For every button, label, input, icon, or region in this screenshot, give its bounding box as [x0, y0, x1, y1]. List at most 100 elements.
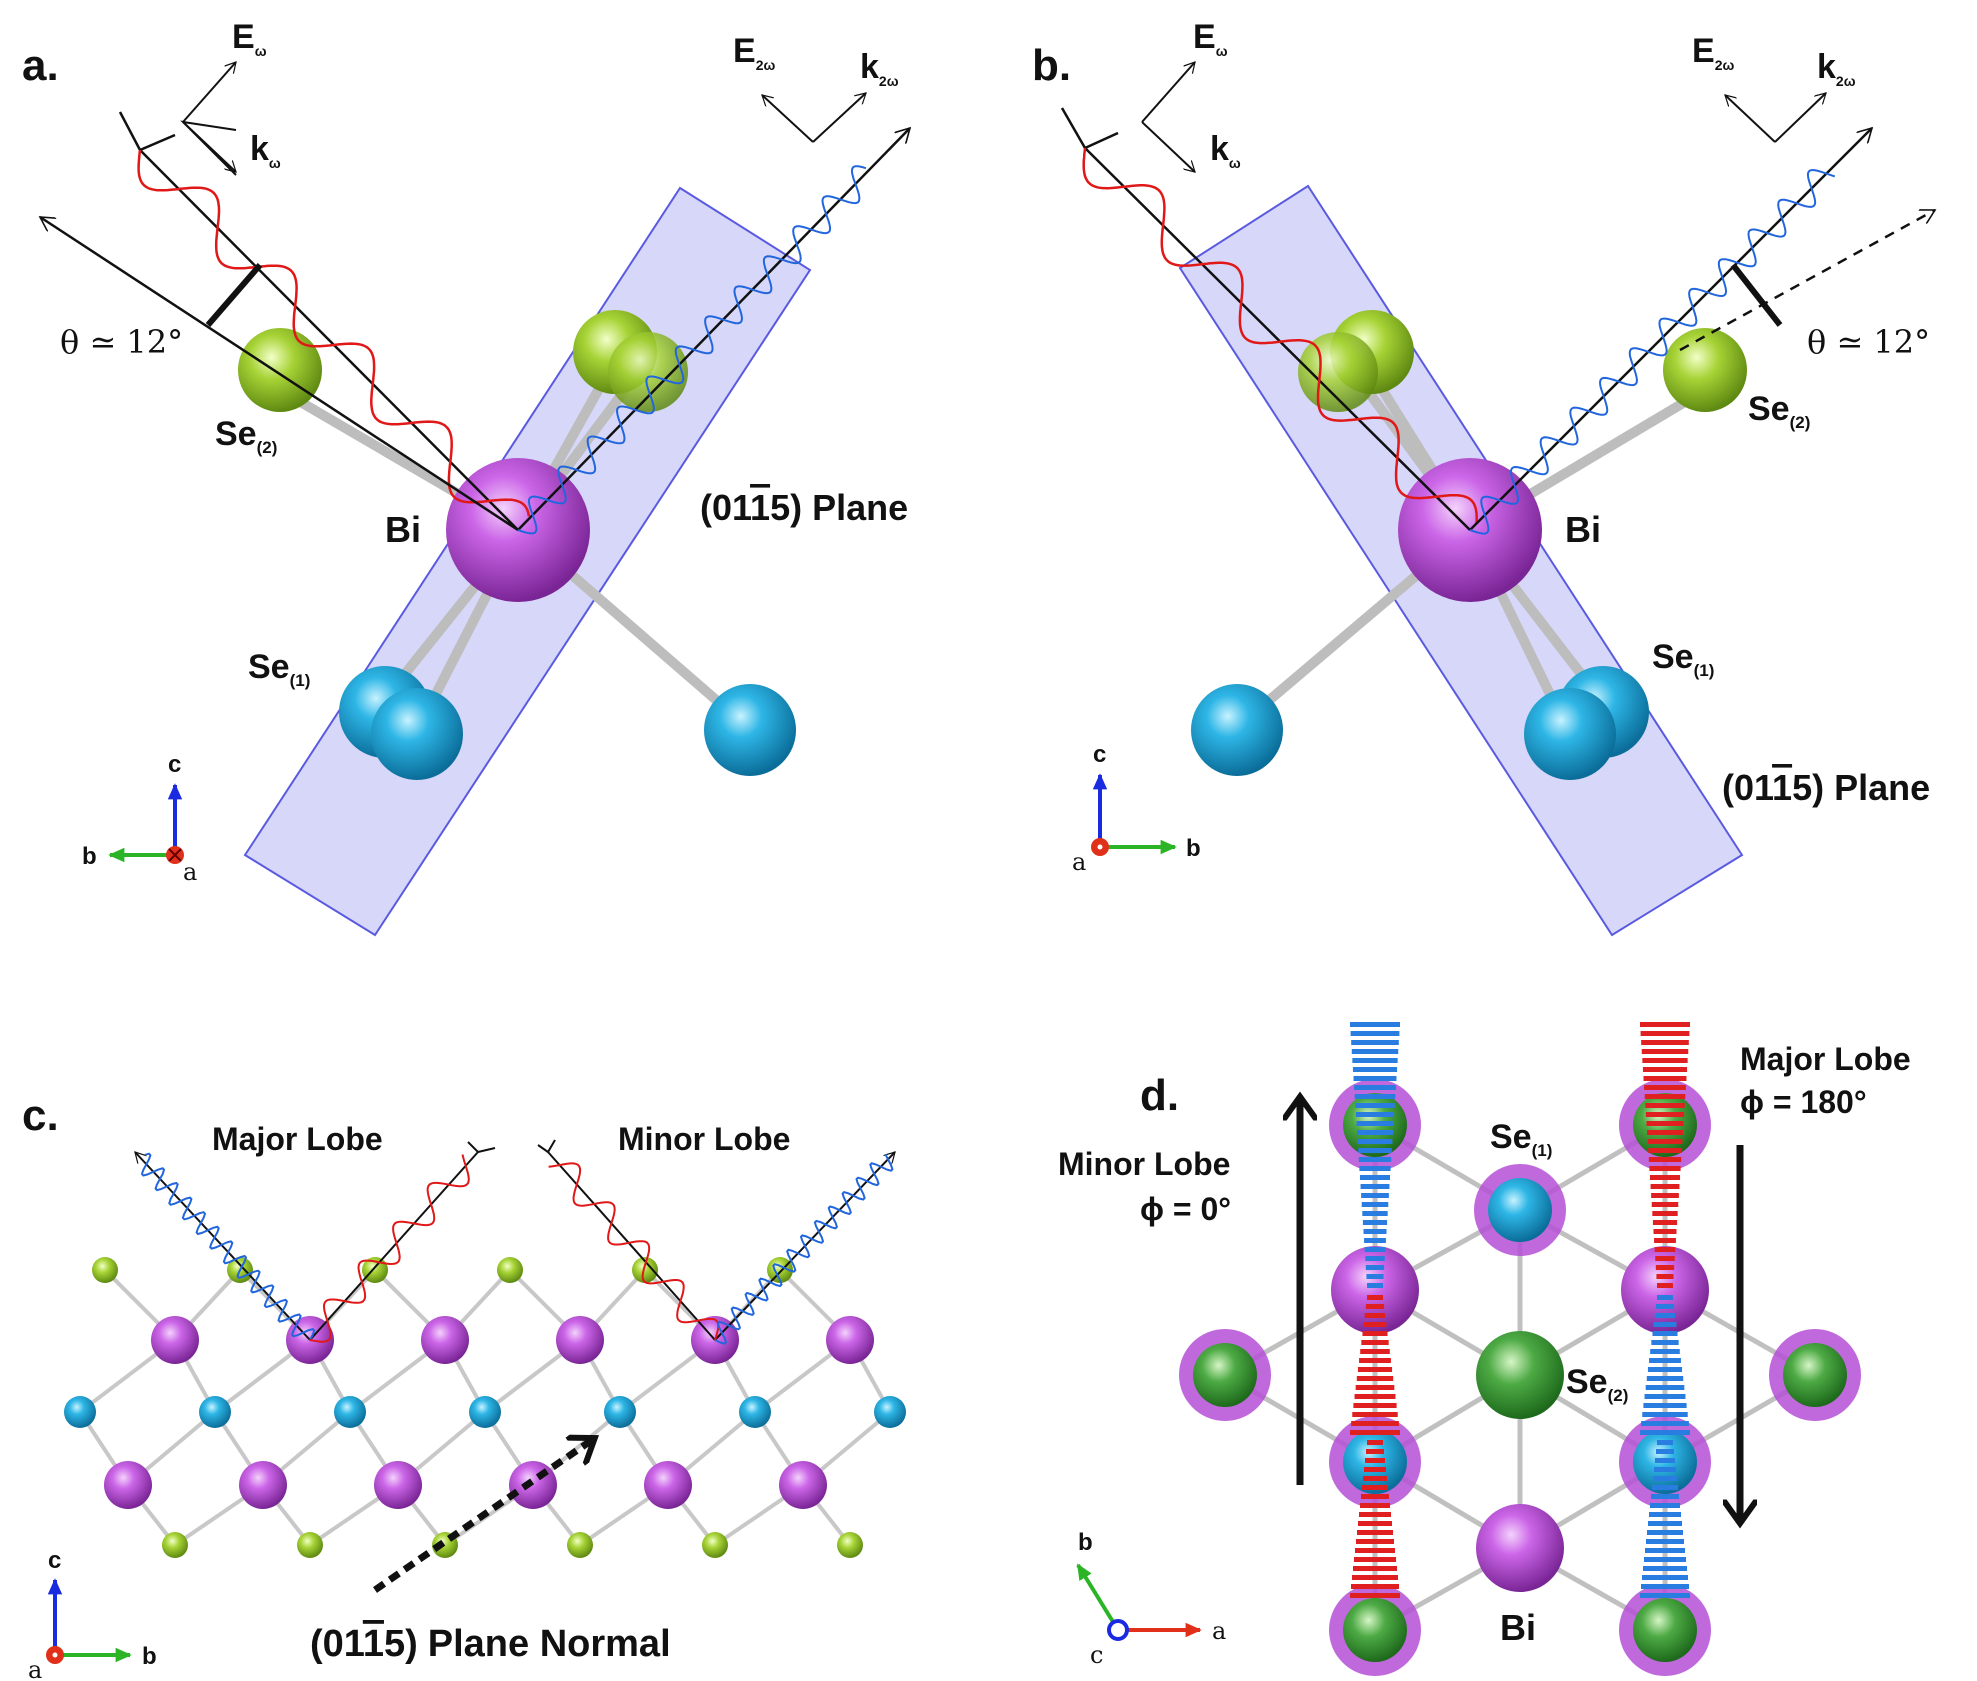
lobe-stripe: [1353, 1566, 1397, 1571]
se1-atom-b-left: [1191, 684, 1283, 776]
se2-label-a: Se(2): [215, 415, 277, 457]
lobe-stripe: [1644, 1394, 1686, 1399]
lobe-stripe: [1356, 1376, 1394, 1381]
lobe-stripe: [1646, 1376, 1684, 1381]
ek-2omega-b: [1725, 93, 1826, 143]
fundamental-wave-a: [137, 149, 531, 517]
reflected-beam-b: [1469, 128, 1872, 531]
panel-d: d. Minor Lobe ϕ = 0° Major Lobe ϕ = 180°…: [1058, 1022, 1911, 1676]
bi-atom: [104, 1461, 152, 1509]
fundamental-wave-c-minor: [548, 1162, 720, 1341]
lobe-stripe: [1651, 1193, 1679, 1198]
lobe-stripe: [1362, 1220, 1388, 1225]
lobe-stripe: [1361, 1494, 1389, 1499]
se1-atom-a-right: [704, 684, 796, 776]
lobe-stripe: [1365, 1304, 1385, 1309]
lobe-stripe: [1363, 1476, 1387, 1481]
lobe-stripe: [1654, 1313, 1676, 1318]
se-mid-atom: [199, 1396, 231, 1428]
se-mid-atom: [874, 1396, 906, 1428]
lobe-stripe: [1360, 1503, 1390, 1508]
se-bottom-atom: [162, 1532, 188, 1558]
e-2omega-label-a: E2ω: [733, 32, 775, 73]
incoming-tail-b: [1060, 107, 1119, 150]
major-lobe-label-d: Major Lobe: [1740, 1041, 1911, 1077]
lobe-stripe: [1653, 1322, 1677, 1327]
lobe-stripe: [1361, 1340, 1389, 1345]
bi-label-d: Bi: [1500, 1607, 1536, 1648]
lobe-stripe: [1652, 1211, 1678, 1216]
lobe-stripe: [1654, 1238, 1676, 1243]
lobe-stripe: [1354, 1557, 1396, 1562]
normal-line-a: [40, 215, 519, 532]
lobe-stripe: [1642, 1058, 1688, 1063]
se1-label-d: Se(1): [1490, 1118, 1552, 1160]
lobe-stripe: [1361, 1202, 1389, 1207]
se-mid-atom: [739, 1396, 771, 1428]
lobe-stripe: [1642, 1412, 1688, 1417]
lobe-stripe: [1649, 1512, 1681, 1517]
lobe-stripe: [1649, 1166, 1681, 1171]
bi-atom: [374, 1461, 422, 1509]
ek-omega-a: [180, 62, 236, 176]
se2-atom-b: [1663, 328, 1747, 412]
axis-c-label-b: c: [1093, 741, 1106, 768]
bi-label-b: Bi: [1565, 509, 1601, 550]
se-bottom-atom: [702, 1532, 728, 1558]
bi-atom: [556, 1316, 604, 1364]
se-top-atom: [632, 1257, 658, 1283]
lobe-stripe: [1359, 1175, 1391, 1180]
lobe-stripe: [1350, 1430, 1400, 1435]
lobe-stripe: [1648, 1157, 1682, 1162]
bi-atom: [239, 1461, 287, 1509]
incoming-beam-a: [139, 149, 519, 531]
angle-label-b: θ ≃ 12°: [1807, 323, 1930, 361]
lobe-stripe: [1655, 1256, 1675, 1261]
lobe-stripe: [1655, 1458, 1675, 1463]
lobe-stripe: [1652, 1485, 1678, 1490]
axes-b: [1091, 773, 1177, 856]
lobe-stripe: [1352, 1575, 1398, 1580]
k-2omega-label-a: k2ω: [860, 48, 899, 89]
lobe-stripe: [1360, 1349, 1390, 1354]
lobe-stripe: [1355, 1112, 1395, 1117]
lobe-stripe: [1645, 1112, 1685, 1117]
axis-a-label-b: a: [1072, 848, 1086, 876]
lobe-stripe: [1650, 1503, 1680, 1508]
corner-atom: [1343, 1598, 1407, 1662]
lobe-stripe: [1647, 1367, 1683, 1372]
lobe-stripe: [1652, 1220, 1678, 1225]
lobe-beams-c: [135, 1139, 895, 1341]
lobe-stripe: [1364, 1467, 1386, 1472]
lobe-stripe: [1650, 1349, 1680, 1354]
lobe-stripe: [1358, 1148, 1392, 1153]
lobe-stripe: [1645, 1103, 1685, 1108]
axis-a-label-a: a: [183, 858, 197, 886]
lobe-stripe: [1351, 1584, 1399, 1589]
k-omega-label-a: kω: [250, 130, 281, 171]
lobe-stripe: [1351, 1049, 1399, 1054]
lobe-stripe: [1367, 1440, 1383, 1445]
plane-label-b: (0115)Plane: [1722, 767, 1930, 808]
lobe-stripe: [1640, 1593, 1690, 1598]
lobe-stripe: [1645, 1385, 1685, 1390]
lobe-stripe: [1650, 1184, 1680, 1189]
lobe-stripe: [1365, 1256, 1385, 1261]
se-bottom-atom: [837, 1532, 863, 1558]
axes-c: [46, 1578, 132, 1664]
incoming-beam-b: [1084, 147, 1471, 531]
bi-atom: [644, 1461, 692, 1509]
lobe-stripe: [1356, 1121, 1394, 1126]
lobe-stripe: [1640, 1022, 1690, 1027]
lobe-stripe: [1651, 1494, 1679, 1499]
axis-c-label-a: c: [168, 751, 181, 778]
corner-atom: [1633, 1598, 1697, 1662]
lobe-stripe: [1647, 1530, 1683, 1535]
se1-atom-a-front: [371, 688, 463, 780]
e-omega-label-b: Eω: [1193, 18, 1228, 59]
lobe-stripe: [1649, 1358, 1681, 1363]
lobe-stripe: [1643, 1403, 1687, 1408]
major-phi-label-d: ϕ = 180°: [1740, 1084, 1867, 1120]
k-omega-label-b: kω: [1210, 130, 1241, 171]
lobe-stripe: [1350, 1031, 1400, 1036]
